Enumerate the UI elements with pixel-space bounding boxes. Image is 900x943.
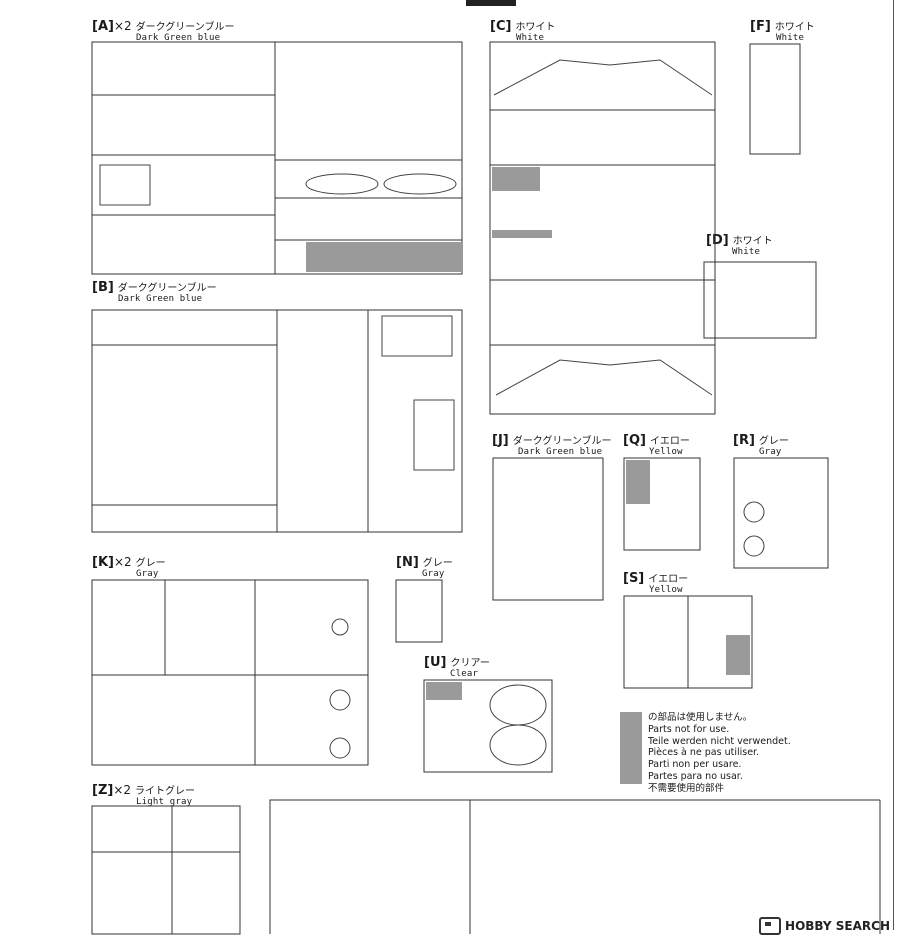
runner-Z-frame: [91, 805, 241, 935]
runner-F-label: [F]ホワイト White: [750, 19, 815, 43]
runner-multiplier: ×2: [113, 555, 132, 569]
notice-line: Teile werden nicht verwendet.: [648, 735, 791, 747]
runner-C-label: [C]ホワイト White: [490, 19, 556, 43]
runner-color-en: White: [732, 247, 761, 257]
notice-lines: の部品は使用しません。 Parts not for use. Teile wer…: [648, 712, 791, 795]
runner-letter: [Z]: [92, 783, 114, 798]
runner-letter: [S]: [623, 571, 645, 586]
runner-letter: [J]: [492, 433, 509, 448]
runner-U-frame: [423, 679, 553, 773]
runner-letter: [B]: [92, 280, 114, 295]
runner-letter: [U]: [424, 655, 447, 670]
hobby-search-watermark: HOBBY SEARCH: [759, 917, 890, 935]
runner-color-en: Clear: [450, 669, 479, 679]
runner-N-label: [N]グレー Gray: [396, 555, 453, 579]
runner-B-label: [B]ダークグリーンブルー Dark Green blue: [92, 280, 217, 304]
runner-J-frame: [492, 457, 604, 601]
runner-color-jp: ホワイト: [774, 22, 815, 33]
runner-color-jp: ダークグリーンブルー: [135, 22, 235, 33]
runner-K-frame: [91, 579, 369, 766]
runner-color-en: Dark Green blue: [518, 447, 603, 457]
page-border: [893, 0, 894, 930]
runner-color-en: Light gray: [136, 797, 193, 807]
runner-letter: [K]: [92, 555, 114, 570]
hobby-search-logo-icon: [759, 917, 782, 935]
runner-Q-label: [Q]イエロー Yellow: [623, 433, 690, 457]
runner-D-frame: [703, 261, 817, 339]
notice-line: Pièces à ne pas utiliser.: [648, 747, 760, 759]
runner-letter: [R]: [733, 433, 755, 448]
runner-color-en: Gray: [759, 447, 782, 457]
notice-line: 不需要使用的部件: [648, 782, 725, 794]
runner-color-en: White: [516, 33, 545, 43]
runner-U-label: [U]クリアー Clear: [424, 655, 490, 679]
runner-color-jp: グレー: [422, 558, 453, 569]
watermark-text: HOBBY SEARCH: [785, 919, 890, 933]
runner-color-en: Gray: [136, 569, 159, 579]
notice-line: Parts not for use.: [648, 723, 730, 735]
runner-color-en: Dark Green blue: [118, 294, 203, 304]
runner-color-jp: クリアー: [450, 658, 490, 669]
runner-color-jp: ホワイト: [515, 22, 556, 33]
runner-R-label: [R]グレー Gray: [733, 433, 789, 457]
runner-color-jp: ダークグリーンブルー: [512, 436, 612, 447]
runner-color-en: Dark Green blue: [136, 33, 221, 43]
runner-S-label: [S]イエロー Yellow: [623, 571, 689, 595]
runner-color-jp: ダークグリーンブルー: [117, 283, 217, 294]
notice-line: Parti non per usare.: [648, 759, 742, 771]
runner-color-jp: イエロー: [648, 574, 689, 585]
runner-color-en: Gray: [422, 569, 445, 579]
runner-color-jp: イエロー: [649, 436, 690, 447]
runner-C-frame: [489, 41, 716, 415]
notice-line: の部品は使用しません。: [648, 712, 753, 723]
runner-letter: [C]: [490, 19, 512, 34]
runner-letter: [D]: [706, 233, 729, 248]
runner-color-jp: グレー: [135, 558, 166, 569]
notice-line: Partes para no usar.: [648, 770, 743, 782]
runner-color-jp: グレー: [758, 436, 789, 447]
runner-color-jp: ホワイト: [732, 236, 773, 247]
runner-color-en: Yellow: [649, 585, 683, 595]
runner-F-frame: [749, 43, 801, 155]
runner-J-label: [J]ダークグリーンブルー Dark Green blue: [492, 433, 612, 457]
runner-N-frame: [395, 579, 443, 643]
runner-multiplier: ×2: [113, 19, 132, 33]
not-for-use-swatch: [620, 712, 642, 784]
runner-color-en: White: [776, 33, 805, 43]
runner-letter: [N]: [396, 555, 419, 570]
runner-multiplier: ×2: [113, 783, 132, 797]
runner-color-en: Yellow: [649, 447, 683, 457]
runner-R-frame: [733, 457, 829, 569]
runner-D-label: [D]ホワイト White: [706, 233, 773, 257]
runner-Q-frame: [623, 457, 701, 551]
header-mark: [466, 0, 516, 6]
runner-letter: [F]: [750, 19, 771, 34]
runner-letter: [Q]: [623, 433, 646, 448]
runner-letter: [A]: [92, 19, 114, 34]
runner-color-jp: ライトグレー: [135, 786, 196, 797]
runner-A-frame: [91, 41, 463, 275]
